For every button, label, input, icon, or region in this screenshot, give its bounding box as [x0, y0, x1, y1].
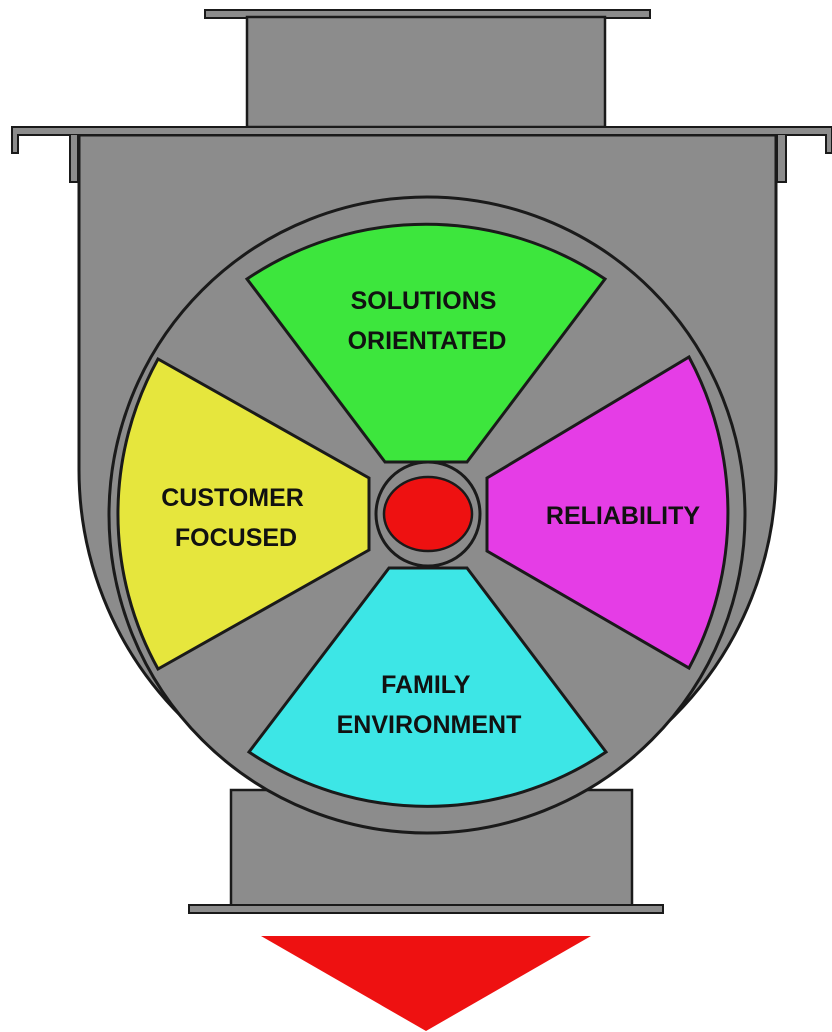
down-arrow-icon	[261, 936, 591, 1031]
inlet-neck	[245, 15, 607, 129]
label-family-environment: FAMILY ENVIRONMENT	[337, 671, 522, 739]
outlet-flange	[188, 904, 664, 914]
segment-solutions-orientated	[244, 222, 608, 464]
label-customer-line-2: FOCUSED	[175, 524, 297, 552]
segment-reliability	[485, 354, 730, 671]
label-solutions-line-2: ORIENTATED	[348, 327, 507, 355]
segment-customer-focused	[116, 356, 371, 672]
label-family-line-2: ENVIRONMENT	[337, 711, 522, 739]
label-reliability-line-1: RELIABILITY	[546, 502, 700, 530]
segment-family-environment	[246, 566, 609, 808]
housing-flange	[11, 126, 832, 154]
label-solutions-orientated: SOLUTIONS ORIENTATED	[348, 287, 507, 355]
label-customer-focused: CUSTOMER FOCUSED	[161, 484, 311, 552]
label-customer-line-1: CUSTOMER	[161, 484, 304, 512]
label-family-line-1: FAMILY	[381, 671, 471, 699]
label-reliability: RELIABILITY	[546, 502, 700, 530]
flange-lip-right	[776, 134, 810, 183]
flange-lip-left	[22, 134, 79, 183]
label-solutions-line-1: SOLUTIONS	[351, 287, 497, 315]
hub-center	[382, 475, 474, 553]
